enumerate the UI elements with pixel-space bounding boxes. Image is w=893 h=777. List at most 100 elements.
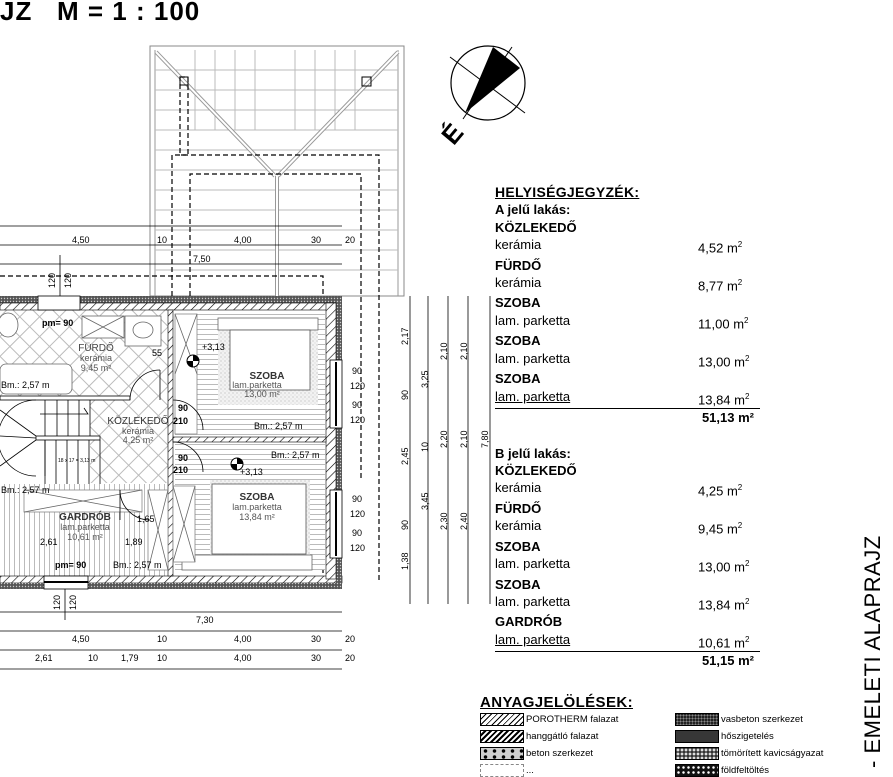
area-value: 4,52 xyxy=(698,240,724,256)
room-finish: lam. parketta xyxy=(495,312,571,328)
dim: 2,40 xyxy=(459,512,469,530)
room-area-gardrob: 10,61 m² xyxy=(67,532,103,542)
bed-icon-2 xyxy=(211,483,307,555)
room-area: 8,77 m2 xyxy=(698,274,760,295)
room-area: 10,61 m2 xyxy=(698,631,760,652)
dim: 10 xyxy=(88,653,98,663)
dim: 90 xyxy=(400,520,410,530)
dim: 120 xyxy=(350,509,365,519)
dim: 1,38 xyxy=(400,552,410,570)
room-finish: lam. parketta xyxy=(495,350,571,366)
chimney-left xyxy=(179,76,189,86)
dim: 90 xyxy=(178,403,188,413)
room-finish-szoba-top: lam.parketta xyxy=(232,380,282,390)
hanggatlo-swatch xyxy=(480,730,524,743)
apartment-total: 51,15 m² xyxy=(701,653,754,669)
area-unit: m xyxy=(734,597,746,613)
room-name-furdo: FÜRDŐ xyxy=(78,340,114,354)
area-value: 13,00 xyxy=(698,559,731,575)
dim: 20 xyxy=(345,235,355,245)
dim: 90 xyxy=(352,494,362,504)
sill-height: pm= 90 xyxy=(42,318,73,328)
legend-item: vasbeton szerkezet xyxy=(675,713,835,726)
dim: 10 xyxy=(157,235,167,245)
room-name: SZOBA xyxy=(495,538,541,554)
dim: 20 xyxy=(345,634,355,644)
area-exponent: 2 xyxy=(745,391,750,401)
dim: 2,45 xyxy=(400,447,410,465)
dim: 210 xyxy=(173,465,188,475)
dim: 120 xyxy=(350,543,365,553)
dim: 120 xyxy=(350,381,365,391)
area-unit: m xyxy=(726,483,738,499)
room-finish: lam. parketta xyxy=(495,388,571,404)
ceiling-height: Bm.: 2,57 m xyxy=(1,380,50,390)
room-finish: kerámia xyxy=(495,274,542,290)
room-row: kerámia 8,77 m2 xyxy=(495,274,760,295)
porotherm-swatch xyxy=(480,713,524,726)
legend-item: POROTHERM falazat xyxy=(480,713,675,726)
dim: 1,65 xyxy=(137,514,155,524)
area-exponent: 2 xyxy=(745,634,750,644)
room-name: KÖZLEKEDŐ xyxy=(495,219,577,235)
schedule-heading: HELYISÉGJEGYZÉK: xyxy=(495,184,640,200)
area-unit: m xyxy=(734,353,746,369)
dim: 10 xyxy=(420,442,430,452)
room-finish: lam. parketta xyxy=(495,631,571,647)
area-exponent: 2 xyxy=(744,315,749,325)
apartment-total: 51,13 m² xyxy=(701,410,754,426)
dim: 3,45 xyxy=(420,492,430,510)
area-unit: m xyxy=(726,521,738,537)
sill-height: pm= 90 xyxy=(55,560,86,570)
apartment-label: A jelű lakás: xyxy=(495,202,571,218)
room-finish-furdo: kerámia xyxy=(80,353,112,363)
dim: 2,10 xyxy=(459,342,469,360)
dim: 90 xyxy=(400,390,410,400)
dim: 3,25 xyxy=(420,370,430,388)
room-name-szoba-bottom: SZOBA xyxy=(240,492,275,503)
dim: 7,30 xyxy=(196,615,214,625)
dim: 4,50 xyxy=(72,235,90,245)
room-finish-kozlekedo: kerámia xyxy=(122,426,154,436)
dim: 55 xyxy=(152,348,162,358)
area-value: 13,84 xyxy=(698,597,731,613)
area-value: 10,61 xyxy=(698,635,731,651)
apartment-label: B jelű lakás: xyxy=(495,445,571,461)
doors xyxy=(119,369,204,521)
room-name-gardrob: GARDRÓB xyxy=(59,510,111,523)
area-exponent: 2 xyxy=(737,483,743,493)
area-exponent: 2 xyxy=(737,521,743,531)
area-unit: m xyxy=(726,278,738,294)
room-name: SZOBA xyxy=(495,576,541,592)
ceiling-height: Bm.: 2,57 m xyxy=(1,485,50,495)
dim: 2,20 xyxy=(439,430,449,448)
dim: 10 xyxy=(157,634,167,644)
dim: 4,00 xyxy=(234,235,252,245)
dim: 20 xyxy=(345,653,355,663)
legend-heading: ANYAGJELÖLÉSEK: xyxy=(480,694,633,711)
sheet-title: - EMELETI ALAPRAJZ xyxy=(860,535,885,768)
area-value: 13,00 xyxy=(698,353,731,369)
material-legend: ANYAGJELÖLÉSEK: POROTHERM falazat vasbet… xyxy=(480,694,840,777)
kavics-swatch xyxy=(675,747,719,760)
room-area-kozlekedo: 4,25 m² xyxy=(123,435,154,445)
dim: 90 xyxy=(352,400,362,410)
room-name: GARDRÓB xyxy=(495,614,563,630)
legend-label: tömörített kavicságyazat xyxy=(721,748,824,759)
dim: 1,79 xyxy=(121,653,139,663)
legend-label: vasbeton szerkezet xyxy=(721,714,803,725)
room-name: FÜRDŐ xyxy=(495,257,542,273)
dim: 30 xyxy=(311,634,321,644)
dim: 2,10 xyxy=(439,342,449,360)
staircase: 18 x 17 = 3,13 m xyxy=(0,399,101,484)
furniture xyxy=(0,312,319,571)
foldfeltoltes-swatch xyxy=(675,764,719,777)
dim: 1,89 xyxy=(125,537,143,547)
legend-label: beton szerkezet xyxy=(526,748,594,759)
dim: 90 xyxy=(352,528,362,538)
room-name: FÜRDŐ xyxy=(495,500,542,516)
dim: 2,17 xyxy=(400,327,410,345)
dim: 30 xyxy=(311,235,321,245)
